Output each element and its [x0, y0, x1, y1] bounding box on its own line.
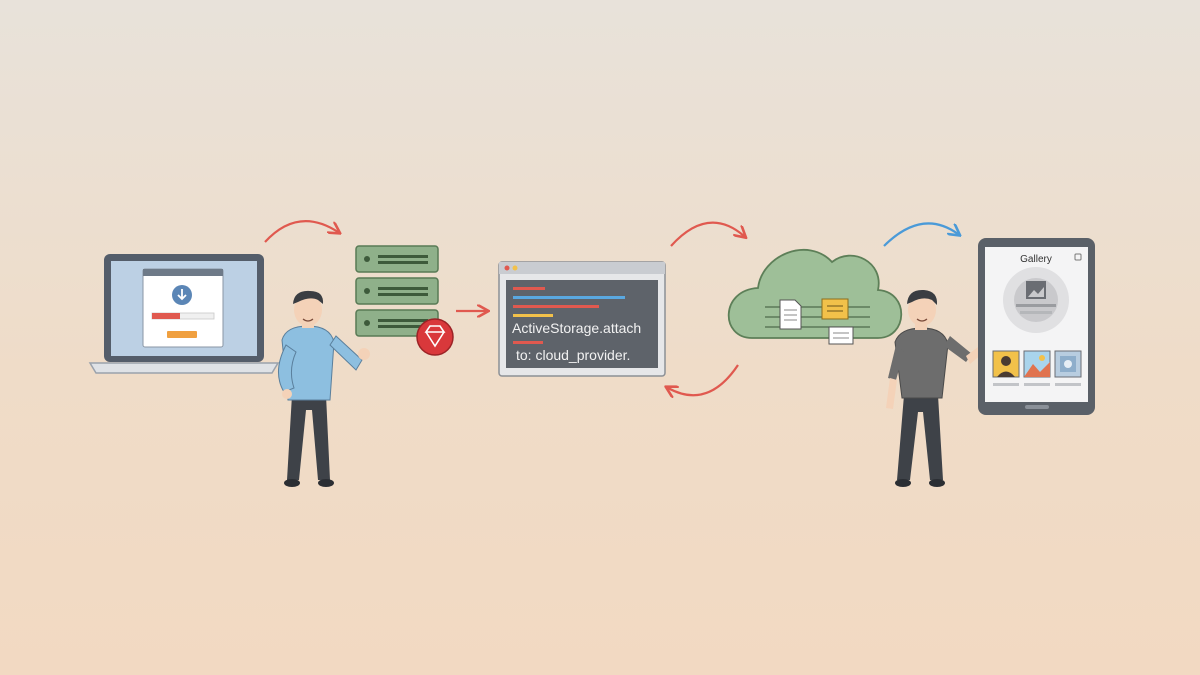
code-window: ActiveStorage.attach to: cloud_provider.	[498, 261, 666, 377]
arrow-laptop-to-server	[264, 220, 338, 243]
thumbnail-person[interactable]	[992, 350, 1020, 378]
close-dot[interactable]	[504, 265, 510, 271]
upload-button[interactable]	[167, 331, 197, 338]
thumbnail-photo[interactable]	[1054, 350, 1082, 378]
tablet: Gallery	[978, 238, 1095, 415]
cloud-storage	[727, 249, 903, 345]
arrow-code-to-cloud	[670, 221, 744, 247]
server-rack	[355, 245, 454, 356]
gallery-thumbnails	[992, 350, 1082, 386]
person-tshirt	[886, 289, 994, 487]
upload-dialog	[142, 268, 224, 348]
download-icon	[172, 285, 192, 305]
menu-icon[interactable]	[1074, 253, 1082, 261]
thumbnail-landscape[interactable]	[1023, 350, 1051, 378]
code-line-attach: ActiveStorage.attach	[512, 320, 641, 336]
file-progress	[152, 313, 180, 319]
ruby-gem-icon	[416, 318, 454, 356]
arrow-cloud-to-code	[668, 364, 739, 395]
image-icon	[1026, 281, 1046, 299]
note-icon	[821, 298, 849, 320]
gallery-title: Gallery	[1020, 254, 1052, 265]
arrow-to-tablet	[883, 222, 958, 247]
laptop	[88, 254, 280, 374]
minimize-dot[interactable]	[512, 265, 518, 271]
code-line-provider: to: cloud_provider.	[516, 347, 630, 363]
person-hoodie	[278, 290, 370, 487]
file-card-icon	[828, 326, 854, 345]
document-icon	[779, 299, 802, 330]
